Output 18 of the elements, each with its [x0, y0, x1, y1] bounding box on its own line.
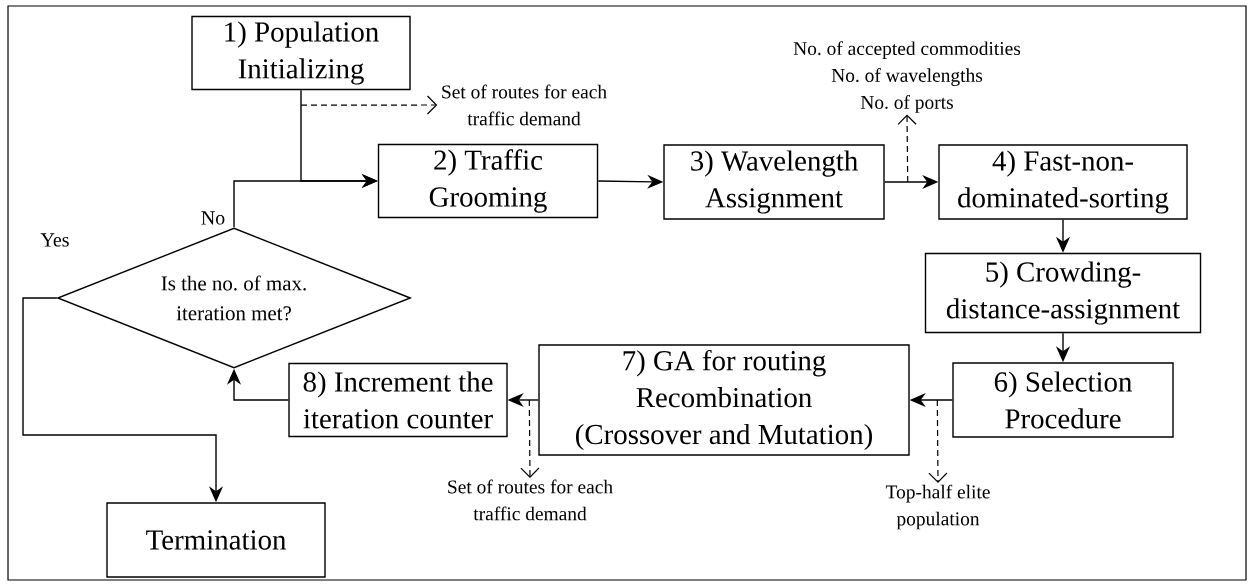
process-box: 5) Crowding-distance-assignment — [924, 252, 1202, 334]
note-text: Set of routes for each traffic demand — [448, 479, 613, 521]
note-text: Top-half elite population — [885, 484, 990, 530]
process-box: 8) Increment the iteration counter — [288, 362, 508, 438]
process-box: 6) Selection Procedure — [952, 362, 1174, 438]
arrow — [300, 95, 438, 115]
process-box: 4) Fast-non-dominated-sorting — [938, 144, 1188, 220]
process-box: 7) GA for routing Recombination (Crossover and Mutation) — [538, 344, 910, 456]
arrow — [520, 399, 540, 478]
note-text: Set of routes for each traffic demand — [442, 84, 607, 126]
arrow — [897, 114, 917, 183]
process-box: 1) Population Initializing — [191, 15, 411, 91]
edge-label: No — [199, 210, 227, 226]
process-box: Termination — [106, 502, 326, 578]
arrow — [928, 399, 948, 483]
process-box: 2) Traffic Grooming — [377, 143, 599, 219]
note-text: No. of accepted commodities No. of wavelengths No. of ports — [793, 41, 1021, 113]
process-box: 3) Wavelength Assignment — [663, 144, 885, 220]
